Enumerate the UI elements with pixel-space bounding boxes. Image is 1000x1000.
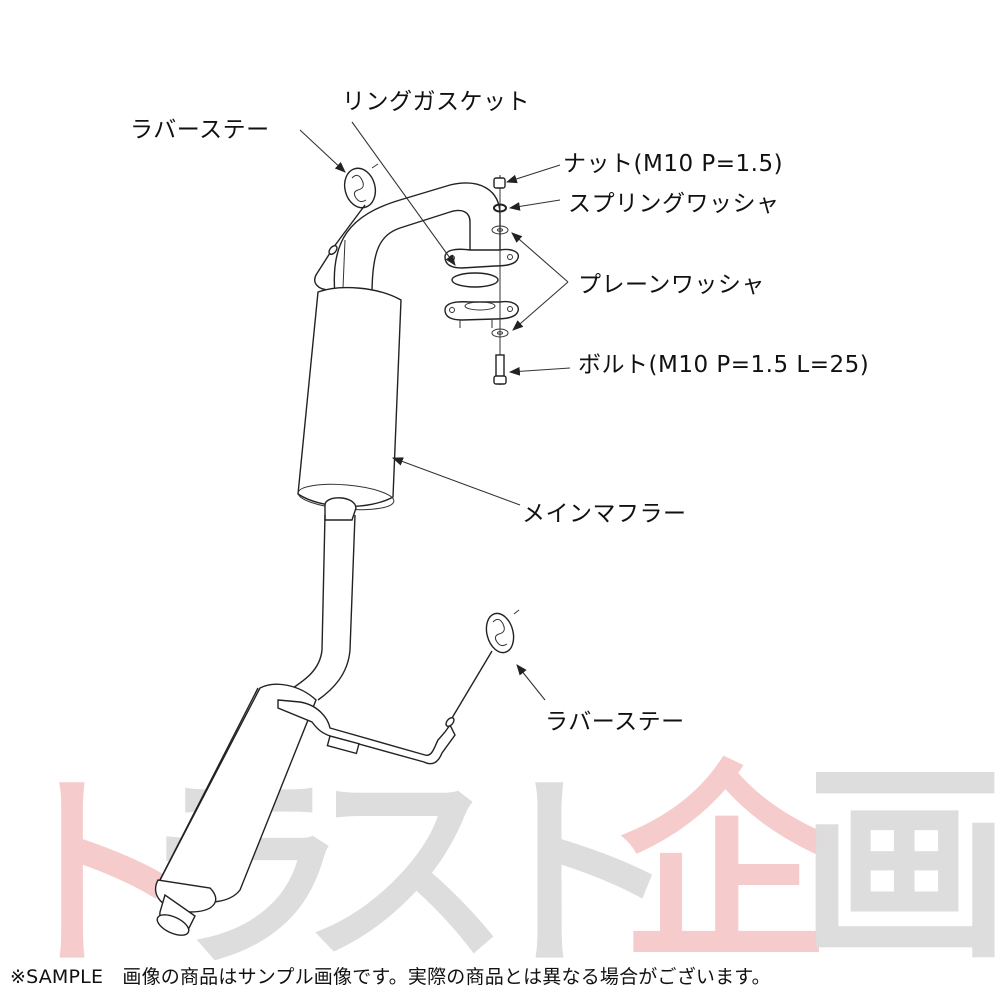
label-nut: ナット(M10 P=1.5) — [563, 151, 784, 177]
pipe-flange — [444, 248, 519, 269]
watermark-char-5: 企 — [620, 741, 831, 988]
spring-washer — [493, 203, 507, 213]
main-muffler — [297, 286, 402, 521]
nut — [493, 177, 506, 189]
hardware-stack — [491, 175, 509, 385]
label-plain-washer: プレーンワッシャ — [578, 272, 765, 298]
label-spring-washer: スプリングワッシャ — [568, 191, 780, 217]
label-rubber-stay-bottom: ラバーステー — [545, 709, 685, 735]
sample-disclaimer: ※SAMPLE 画像の商品はサンプル画像です。実際の商品とは異なる場合がございま… — [10, 966, 771, 988]
center-pipe — [289, 514, 356, 701]
leader-lines — [299, 121, 571, 701]
rubber-stay-bottom — [277, 609, 520, 765]
label-bolt: ボルト(M10 P=1.5 L=25) — [578, 352, 870, 378]
label-ring-gasket: リングガスケット — [342, 89, 530, 115]
watermark-char-4: ト — [470, 751, 681, 998]
plain-washer-lower — [491, 328, 509, 338]
tail-muffler — [154, 683, 317, 936]
watermark-char-1: ト — [0, 751, 190, 998]
label-main-muffler: メインマフラー — [522, 501, 687, 527]
ring-gasket — [451, 272, 499, 288]
bolt — [495, 354, 505, 378]
watermark-char-6: 画 — [800, 741, 1000, 988]
watermark-char-3: ス — [300, 746, 511, 993]
label-rubber-stay-top: ラバーステー — [130, 117, 270, 143]
plain-washer-upper — [491, 225, 509, 235]
muffler-flange — [444, 300, 519, 328]
